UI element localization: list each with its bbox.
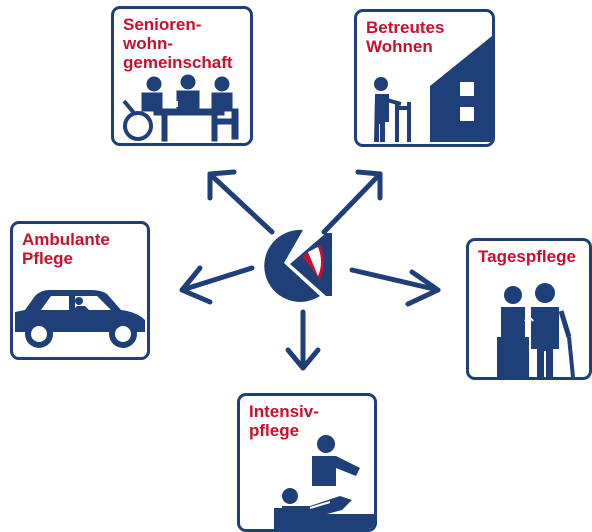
arrow-to-intensiv	[285, 309, 321, 371]
card-label: Betreutes Wohnen	[366, 18, 445, 56]
arrow-to-senioren	[207, 169, 275, 235]
arrow-to-tages	[349, 267, 441, 307]
card-betreutes-wohnen[interactable]: Betreutes Wohnen	[354, 9, 495, 147]
arrow-to-ambulante	[179, 265, 255, 305]
card-label: Senioren- wohn- gemeinschaft	[123, 15, 233, 72]
car-icon	[15, 290, 145, 348]
card-label: Intensiv- pflege	[249, 402, 319, 440]
card-tagespflege[interactable]: Tagespflege	[466, 238, 592, 380]
arrow-to-betreutes	[321, 169, 383, 235]
card-senioren-wohngemeinschaft[interactable]: Senioren- wohn- gemeinschaft	[111, 6, 253, 146]
caregiver-patient-bed-icon	[274, 435, 374, 529]
seniors-at-table-icon	[122, 74, 239, 142]
card-label: Ambulante Pflege	[22, 230, 110, 268]
person-with-walker-house-icon	[374, 36, 492, 142]
card-ambulante-pflege[interactable]: Ambulante Pflege	[10, 221, 150, 360]
elderly-couple-icon	[497, 283, 575, 377]
card-intensivpflege[interactable]: Intensiv- pflege	[237, 393, 377, 532]
card-label: Tagespflege	[478, 247, 576, 266]
center-logo-icon	[264, 229, 332, 302]
